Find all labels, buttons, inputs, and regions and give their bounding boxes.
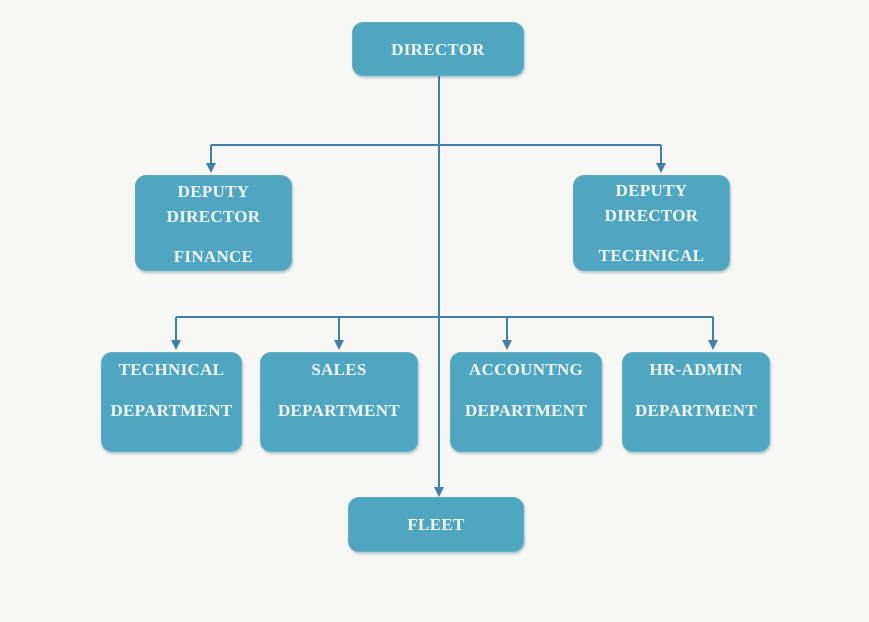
arrowhead-fleet [434,487,444,497]
node-deputy-finance-line-2: DIRECTOR [166,207,261,226]
node-sales-department: SALES DEPARTMENT [260,352,418,452]
node-hradmin-dept-line-1: HR-ADMIN [649,360,743,379]
arrowhead-sales-dept [334,340,344,350]
node-deputy-director-finance: DEPUTY DIRECTOR FINANCE [135,175,292,271]
node-sales-dept-line-2: DEPARTMENT [277,401,401,420]
node-hradmin-department: HR-ADMIN DEPARTMENT [622,352,770,452]
arrowhead-deputy-finance [206,163,216,173]
node-deputy-technical-line-1: DEPUTY [615,181,688,200]
node-director-line-1: DIRECTOR [391,39,485,59]
node-deputy-technical-line-2: DIRECTOR [604,206,699,225]
node-deputy-technical-line-3: TECHNICAL [598,246,705,265]
node-accounting-dept-line-1: ACCOUNTNG [468,360,584,379]
node-fleet: FLEET [348,497,524,552]
arrowhead-technical-dept [171,340,181,350]
arrowhead-deputy-technical [656,163,666,173]
node-accounting-dept-line-2: DEPARTMENT [464,401,588,420]
node-technical-dept-line-1: TECHNICAL [118,360,225,379]
node-fleet-line-1: FLEET [407,515,465,534]
arrowhead-hradmin-dept [708,340,718,350]
node-hradmin-dept-line-2: DEPARTMENT [634,401,758,420]
node-director: DIRECTOR [352,22,524,76]
node-deputy-director-technical: DEPUTY DIRECTOR TECHNICAL [573,175,730,271]
node-deputy-finance-line-1: DEPUTY [177,182,250,201]
arrowhead-accounting-dept [502,340,512,350]
node-deputy-finance-line-3: FINANCE [173,247,254,266]
node-sales-dept-line-1: SALES [311,360,367,379]
node-technical-department: TECHNICAL DEPARTMENT [101,352,242,452]
node-accounting-department: ACCOUNTNG DEPARTMENT [450,352,602,452]
node-technical-dept-line-2: DEPARTMENT [110,401,233,420]
